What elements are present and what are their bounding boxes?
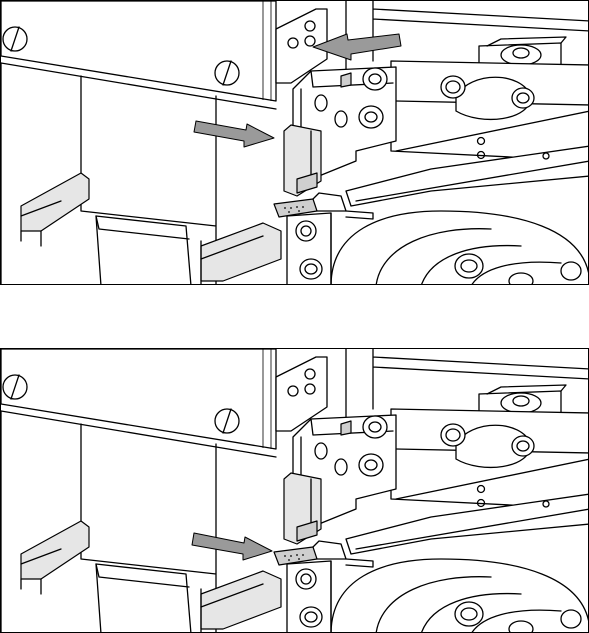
mechanism-illustration [1,349,589,633]
mechanism-illustration [1,1,589,285]
arrow-right-icon [194,121,274,147]
figure-panel-bottom [0,348,589,633]
arrow-right-icon [192,533,272,560]
figure-panel-top [0,0,589,285]
